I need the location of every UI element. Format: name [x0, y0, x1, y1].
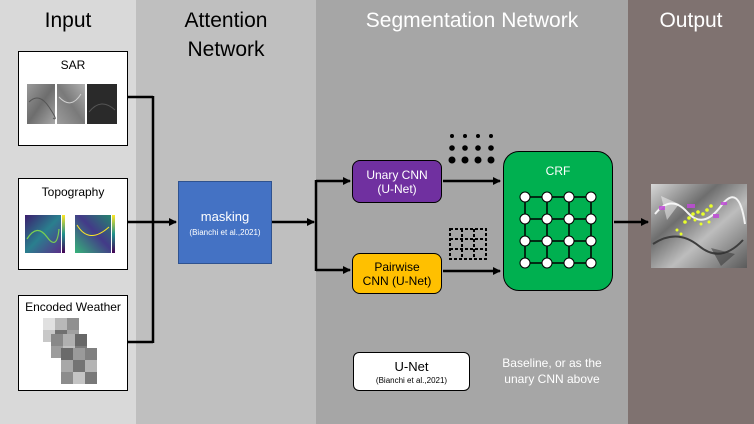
sar-thumbnails — [27, 84, 117, 124]
weather-label: Encoded Weather — [25, 300, 121, 314]
sar-input-box: SAR — [18, 51, 128, 146]
baseline-note-line1: Baseline, or as the — [502, 356, 602, 370]
pairwise-cnn-line1: Pairwise — [374, 259, 420, 274]
unary-cnn-line1: Unary CNN — [366, 167, 428, 182]
topography-thumbnails — [25, 215, 115, 253]
segmentation-title: Segmentation Network — [365, 9, 579, 32]
crf-label: CRF — [545, 164, 571, 178]
topography-input-box: Topography — [18, 178, 128, 270]
sar-image-1 — [27, 84, 55, 124]
unet-citation: (Bianchi et al.,2021) — [375, 375, 448, 385]
output-title: Output — [659, 9, 723, 32]
weather-input-box: Encoded Weather — [18, 295, 128, 391]
unary-potentials-icon — [448, 134, 495, 164]
avalanche-overlay — [675, 204, 713, 236]
topography-image-2 — [75, 215, 111, 253]
attention-title-line1: Attention — [184, 9, 268, 32]
crf-graph-icon — [519, 191, 597, 269]
sar-image-2 — [57, 84, 85, 124]
crf-node: CRF — [503, 151, 613, 291]
masking-label: masking — [200, 208, 250, 224]
unary-cnn-node: Unary CNN (U-Net) — [352, 160, 442, 203]
pairwise-cnn-node: Pairwise CNN (U-Net) — [352, 253, 442, 294]
output-segmentation-image — [651, 184, 747, 268]
unet-baseline-node: U-Net (Bianchi et al.,2021) — [353, 352, 470, 391]
segmentation-overlay — [659, 202, 727, 218]
topography-label: Topography — [41, 185, 105, 199]
sar-label: SAR — [60, 58, 86, 72]
pairwise-potentials-icon — [449, 228, 487, 260]
baseline-note-line2: unary CNN above — [504, 372, 600, 386]
weather-grid-front — [61, 348, 97, 384]
attention-title-line2: Network — [187, 38, 265, 61]
input-title: Input — [44, 9, 92, 32]
baseline-note: Baseline, or as the unary CNN above — [494, 355, 610, 387]
weather-grid-stack — [43, 318, 97, 384]
masking-citation: (Bianchi et al.,2021) — [189, 227, 261, 237]
unet-label: U-Net — [394, 358, 429, 374]
masking-node: masking (Bianchi et al.,2021) — [178, 181, 272, 264]
unary-cnn-line2: (U-Net) — [377, 181, 417, 196]
pairwise-cnn-line2: CNN (U-Net) — [362, 273, 432, 288]
